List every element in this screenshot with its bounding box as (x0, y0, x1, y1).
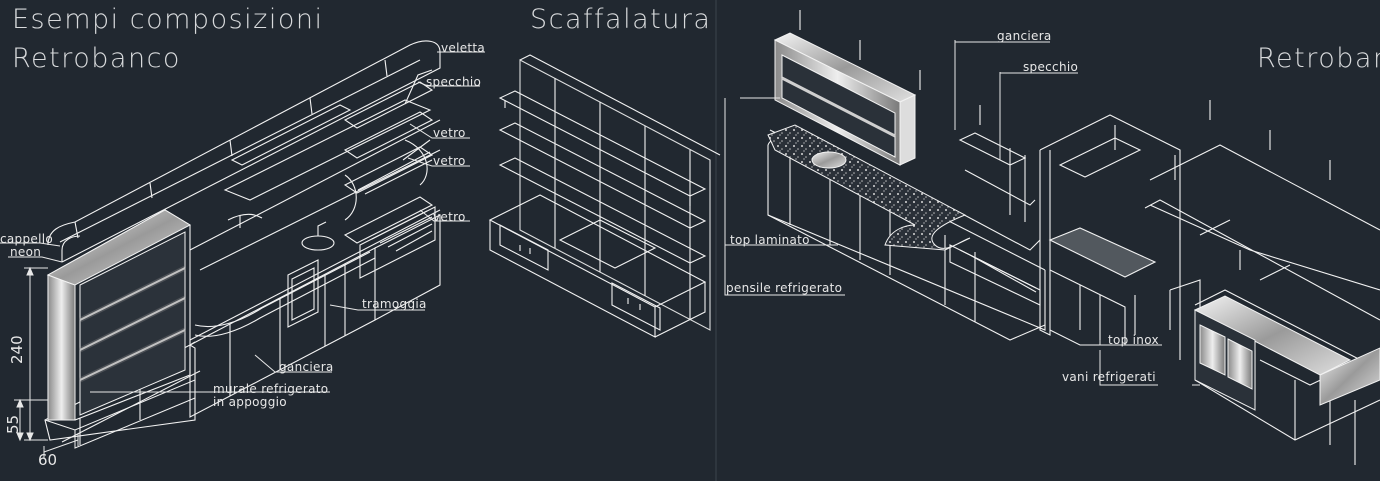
label-pensile-refrigerato: pensile refrigerato (726, 281, 843, 295)
top-inox-surface (1193, 295, 1352, 376)
leader-lines (0, 40, 1200, 393)
sink-right (811, 151, 847, 169)
label-vetro-2: vetro (433, 154, 466, 168)
left-tall-cabinet (44, 209, 196, 449)
label-tramoggia: tramoggia (362, 297, 427, 311)
right-retrobanco-drawing (767, 10, 1380, 465)
label-veletta: veletta (441, 41, 486, 55)
label-ganciera-right: ganciera (997, 29, 1052, 43)
title-esempi-composizioni: Esempi composizioni (12, 4, 324, 35)
label-top-laminato: top laminato (730, 233, 810, 247)
label-cappello: cappello (0, 232, 53, 246)
title-retrobanco-left: Retrobanco (12, 43, 181, 74)
right-wall-cabinet (773, 32, 917, 166)
dimension-240: 240 (8, 335, 26, 364)
label-murale-refrigerato: murale refrigerato (213, 382, 329, 396)
title-scaffalatura: Scaffalatura (530, 4, 712, 35)
label-ganciera-left: ganciera (279, 360, 334, 374)
title-retrobanco-right: Retrobanco (1257, 43, 1380, 74)
label-vani-refrigerati: vani refrigerati (1062, 370, 1156, 384)
label-in-appoggio: in appoggio (213, 395, 287, 409)
left-retrobanco-drawing (44, 40, 441, 445)
dimension-60: 60 (38, 451, 58, 469)
label-neon: neon (10, 245, 42, 259)
label-specchio-right: specchio (1023, 60, 1079, 74)
label-top-inox: top inox (1108, 333, 1159, 347)
label-vetro-3: vetro (433, 210, 466, 224)
dimension-55: 55 (4, 414, 22, 434)
label-vetro-1: vetro (433, 126, 466, 140)
label-specchio-left: specchio (426, 75, 482, 89)
dimension-lines (14, 266, 79, 458)
scaffalatura-drawing (488, 54, 721, 338)
